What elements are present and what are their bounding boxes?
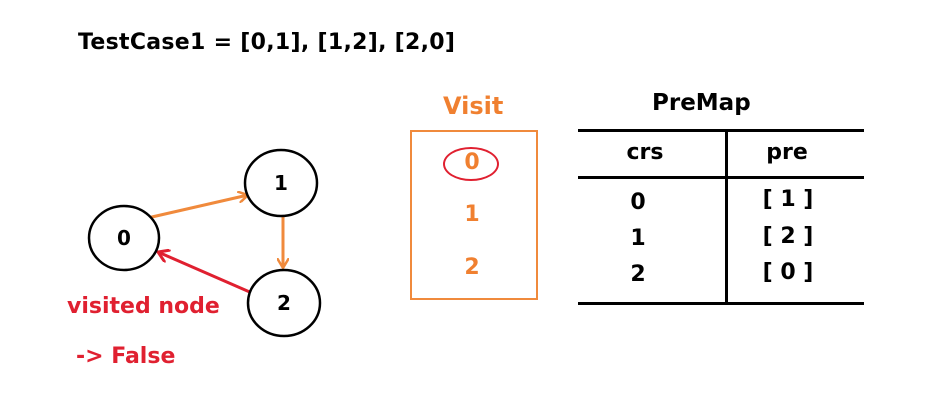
svg-text:0: 0: [117, 226, 131, 250]
table-cell-crs: 2: [630, 262, 646, 287]
premap-title: PreMap: [652, 90, 751, 116]
edge-2-0: [158, 252, 253, 295]
false-label: -> False: [76, 344, 176, 369]
visited-node-label: visited node: [67, 294, 220, 319]
table-header-pre: pre: [766, 140, 808, 165]
svg-text:2: 2: [277, 291, 291, 315]
visit-box: [410, 130, 538, 300]
visit-highlight-ring: [443, 147, 499, 181]
table-cell-crs: 0: [630, 190, 646, 215]
visit-item-1: 1: [464, 202, 480, 227]
visit-item-2: 2: [464, 255, 480, 280]
table-cell-pre: [ 2 ]: [762, 224, 814, 249]
table-bottom-rule: [578, 302, 864, 305]
node-0: 0: [87, 204, 161, 272]
node-1: 1: [243, 148, 319, 218]
table-cell-pre: [ 0 ]: [762, 260, 814, 285]
table-column-divider: [725, 129, 728, 304]
node-2: 2: [246, 268, 322, 338]
table-header-crs: crs: [626, 140, 664, 165]
table-top-rule: [578, 129, 864, 132]
table-cell-crs: 1: [630, 226, 646, 251]
table-header-rule: [578, 176, 864, 179]
visit-title: Visit: [443, 92, 504, 120]
svg-text:1: 1: [274, 171, 288, 195]
table-cell-pre: [ 1 ]: [762, 187, 814, 212]
testcase-title: TestCase1 = [0,1], [1,2], [2,0]: [78, 30, 456, 55]
visit-item-0: 0: [464, 150, 480, 175]
